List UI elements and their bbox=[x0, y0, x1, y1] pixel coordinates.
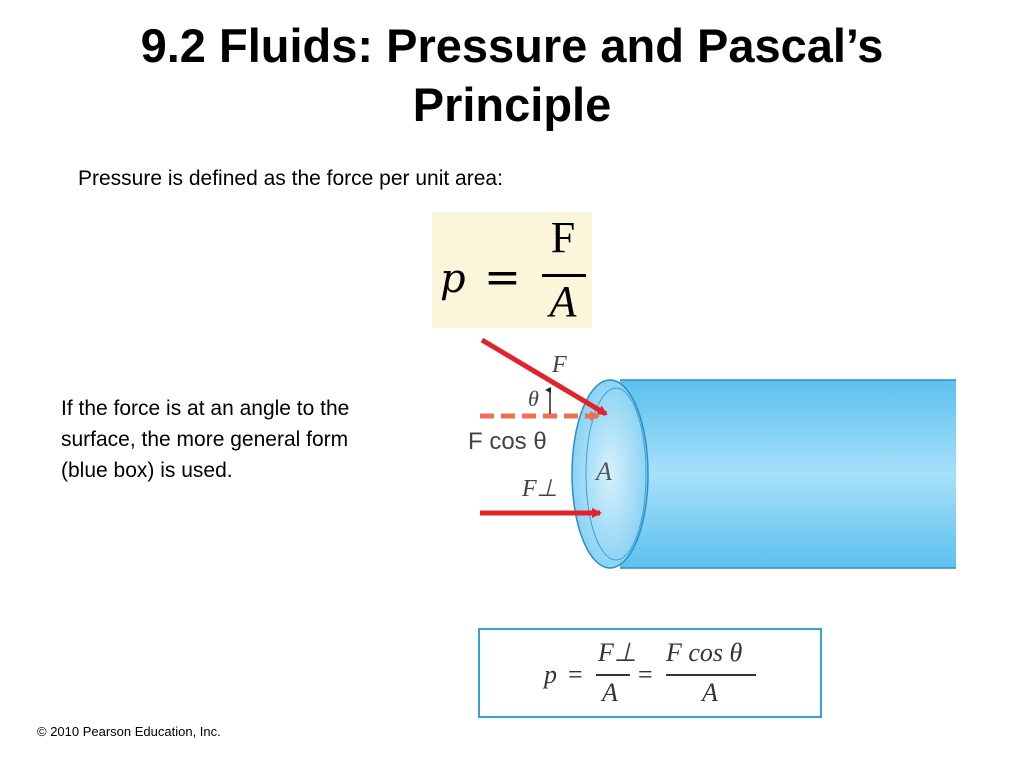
formula2-bar-1 bbox=[596, 674, 630, 676]
angle-explanation-line-3: (blue box) is used. bbox=[61, 459, 233, 482]
formula2-numerator-1: F⊥ bbox=[598, 638, 637, 667]
pressure-formula: p = F A bbox=[432, 212, 592, 328]
formula2-p: p bbox=[544, 660, 557, 689]
label-area: A bbox=[594, 457, 612, 486]
formula2-equals-2: = bbox=[638, 660, 653, 689]
label-f-perpendicular: F⊥ bbox=[521, 476, 558, 502]
slide-title-line-1: 9.2 Fluids: Pressure and Pascal’s bbox=[140, 19, 884, 72]
force-arrow bbox=[480, 337, 608, 417]
formula2-equals-1: = bbox=[568, 660, 583, 689]
label-theta: θ bbox=[528, 386, 539, 411]
formula2-denominator-1: A bbox=[602, 678, 618, 707]
cylinder-face-rim bbox=[585, 387, 647, 561]
formula-p: p bbox=[440, 256, 466, 302]
label-f-cos-theta: F cos θ bbox=[468, 428, 547, 455]
slide-title-line-2: Principle bbox=[412, 78, 612, 131]
intro-text: Pressure is defined as the force per uni… bbox=[78, 167, 503, 190]
general-pressure-formula: p = F⊥ A = F cos θ A bbox=[478, 628, 822, 718]
formula-equals: = bbox=[484, 252, 521, 303]
label-force: F bbox=[551, 352, 567, 378]
angle-explanation: If the force is at an angle to the surfa… bbox=[61, 393, 421, 486]
force-on-area-diagram: F θ F cos θ A F⊥ bbox=[468, 337, 956, 569]
formula2-numerator-2: F cos θ bbox=[666, 638, 743, 667]
formula2-bar-2 bbox=[666, 674, 756, 676]
cylinder-body bbox=[620, 380, 956, 568]
formula-denominator: A bbox=[549, 277, 577, 326]
formula2-denominator-2: A bbox=[702, 678, 718, 707]
formula-numerator: F bbox=[550, 213, 576, 262]
copyright-notice: © 2010 Pearson Education, Inc. bbox=[37, 724, 221, 739]
formula-fraction-bar bbox=[542, 274, 586, 277]
slide-title: 9.2 Fluids: Pressure and Pascal’s Princi… bbox=[0, 16, 1024, 134]
angle-explanation-line-2: surface, the more general form bbox=[61, 428, 349, 451]
angle-explanation-line-1: If the force is at an angle to the bbox=[61, 397, 350, 420]
